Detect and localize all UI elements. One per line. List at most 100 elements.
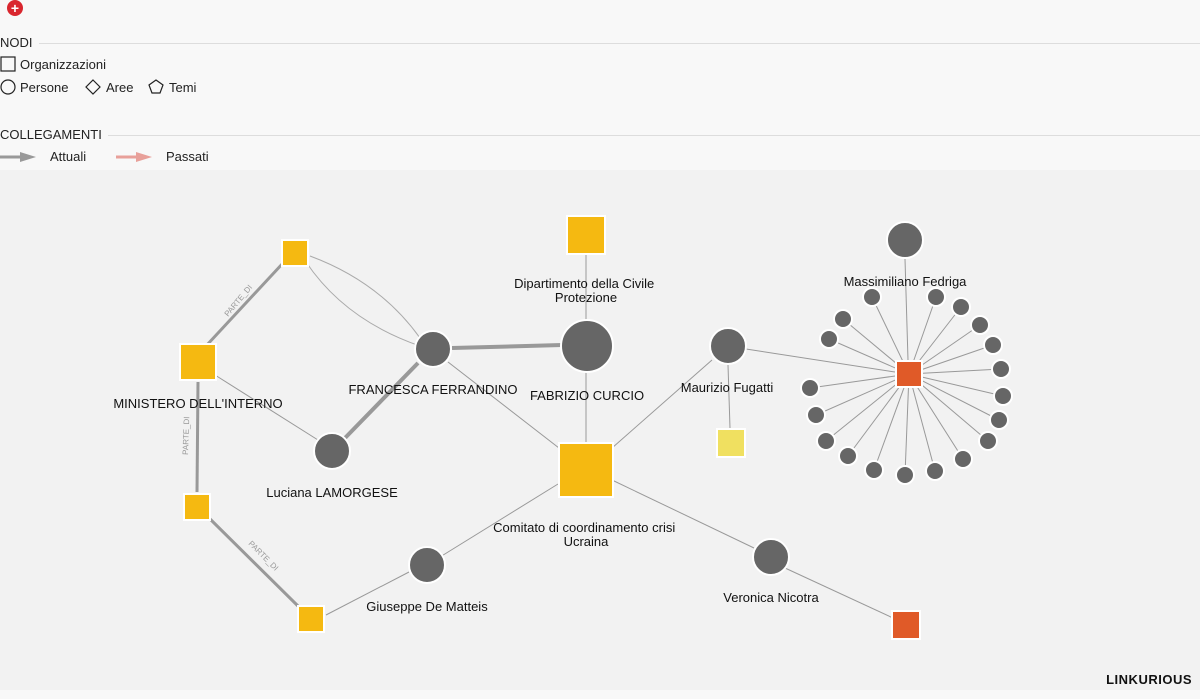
node-nicotra-area[interactable]: [891, 610, 921, 640]
edge-comitato-nicotra: [611, 479, 755, 549]
edge-orgmid-orgbottom: [203, 512, 302, 610]
node-label-fedriga: Massimiliano Fedriga: [844, 274, 968, 289]
node-hub-satellite[interactable]: [978, 431, 998, 451]
node-comitato[interactable]: [558, 442, 614, 498]
node-curcio[interactable]: [560, 319, 614, 373]
node-label-nicotra: Veronica Nicotra: [723, 590, 819, 605]
node-label-curcio: FABRIZIO CURCIO: [530, 388, 644, 403]
edge-ministero-orgtop: [204, 260, 286, 348]
nodes-section-title: NODI: [0, 35, 39, 50]
legend-temi: Temi: [147, 79, 196, 95]
edge-lamorgese-ferrandino: [343, 361, 420, 440]
node-org-top[interactable]: [281, 239, 309, 267]
legend-label: Aree: [106, 79, 134, 95]
node-nicotra[interactable]: [752, 538, 790, 576]
edge-ferrandino-curcio: [451, 343, 563, 350]
node-hub-satellite[interactable]: [993, 386, 1013, 406]
edge-dematteis-orgbottom: [325, 571, 410, 616]
node-hub-satellite[interactable]: [991, 359, 1011, 379]
node-label-dematteis: Giuseppe De Matteis: [366, 599, 488, 614]
edge-fugatti-org: [727, 364, 731, 429]
hub-satellite-nodes[interactable]: [800, 287, 1013, 485]
node-hub-satellite[interactable]: [970, 315, 990, 335]
node-hub-satellite[interactable]: [983, 335, 1003, 355]
links-section-title: COLLEGAMENTI: [0, 127, 108, 142]
node-hub-satellite[interactable]: [926, 287, 946, 307]
node-lamorgese[interactable]: [313, 432, 351, 470]
node-label-line: Protezione: [555, 290, 617, 305]
node-label-ministero: MINISTERO DELL'INTERNO: [113, 396, 282, 411]
node-label-line: Dipartimento della Civile: [514, 276, 654, 291]
node-fugatti[interactable]: [709, 327, 747, 365]
node-label-dipartimento: Dipartimento della Civile Protezione: [514, 276, 658, 305]
edge-hub-satellite: [809, 373, 910, 389]
node-label-line: Comitato di coordinamento crisi: [493, 520, 675, 535]
node-ministero[interactable]: [179, 343, 217, 381]
diamond-icon: [85, 79, 101, 95]
edge-hub-satellite: [815, 373, 910, 416]
legend-panel: + NODI Organizzazioni Persone Aree Temi …: [0, 0, 1200, 170]
edge-hub-satellite: [904, 373, 910, 476]
circle-icon: [0, 79, 16, 95]
node-hub-satellite[interactable]: [953, 449, 973, 469]
edge-ministero-orgmid: [195, 381, 200, 493]
legend-label: Temi: [169, 79, 197, 95]
edge-hub-satellite: [908, 373, 936, 472]
node-hub-satellite[interactable]: [895, 465, 915, 485]
edge-hub-satellite: [873, 373, 910, 471]
legend-persone: Persone: [0, 79, 68, 95]
legend-passati: Passati: [116, 149, 209, 164]
node-hub-satellite[interactable]: [864, 460, 884, 480]
node-label-lamorgese: Luciana LAMORGESE: [266, 485, 398, 500]
add-icon[interactable]: +: [7, 0, 23, 16]
node-hub-satellite[interactable]: [989, 410, 1009, 430]
legend-label: Attuali: [50, 149, 87, 164]
edges-layer: [195, 255, 1004, 619]
node-org-mid[interactable]: [183, 493, 211, 521]
pentagon-icon: [148, 79, 164, 94]
current-link-icon: [0, 151, 36, 162]
nodes-divider: [0, 43, 1200, 44]
edge-label-parte-di: PARTE_DI: [181, 416, 191, 455]
node-hub[interactable]: [895, 360, 923, 388]
node-label-comitato: Comitato di coordinamento crisi Ucraina: [493, 520, 679, 549]
edge-comitato-dematteis: [439, 483, 559, 558]
node-hub-satellite[interactable]: [925, 461, 945, 481]
graph-canvas[interactable]: PARTE_DI PARTE_DI PARTE_DI MINISTERO DEL…: [0, 170, 1200, 690]
legend-attuali: Attuali: [0, 149, 86, 164]
node-hub-satellite[interactable]: [816, 431, 836, 451]
edge-nicotra-area: [784, 567, 894, 619]
edge-hub-satellite: [908, 373, 964, 460]
edge-hub-satellite: [908, 373, 1000, 421]
node-hub-satellite[interactable]: [806, 405, 826, 425]
edge-ferrandino-comitato: [447, 361, 569, 456]
node-hub-satellite[interactable]: [800, 378, 820, 398]
legend-label: Persone: [20, 79, 69, 95]
node-hub-satellite[interactable]: [951, 297, 971, 317]
node-label-ferrandino: FRANCESCA FERRANDINO: [348, 382, 517, 397]
edge-comitato-fugatti: [611, 359, 713, 449]
node-fedriga[interactable]: [886, 221, 924, 259]
past-link-icon: [116, 151, 152, 162]
labels-layer: MINISTERO DELL'INTERNO FRANCESCA FERRAND…: [113, 274, 967, 614]
network-graph[interactable]: PARTE_DI PARTE_DI PARTE_DI MINISTERO DEL…: [0, 170, 1200, 690]
square-icon: [0, 56, 16, 72]
node-fugatti-org[interactable]: [716, 428, 746, 458]
linkurious-logo: LINKURIOUS: [1106, 672, 1192, 687]
node-dematteis[interactable]: [408, 546, 446, 584]
node-org-bottom[interactable]: [297, 605, 325, 633]
node-hub-satellite[interactable]: [838, 446, 858, 466]
edge-hub-satellite: [908, 373, 1004, 397]
node-hub-satellite[interactable]: [862, 287, 882, 307]
edge-ministero-lamorgese: [214, 374, 319, 441]
node-hub-satellite[interactable]: [833, 309, 853, 329]
node-ferrandino[interactable]: [414, 330, 452, 368]
edge-orgtop-ferrandino-2: [305, 261, 421, 347]
node-label-fugatti: Maurizio Fugatti: [681, 380, 774, 395]
nodes-layer[interactable]: [179, 215, 1013, 640]
edge-fedriga-hub: [904, 258, 909, 361]
node-label-line: Ucraina: [564, 534, 610, 549]
node-hub-satellite[interactable]: [819, 329, 839, 349]
node-dipartimento[interactable]: [566, 215, 606, 255]
legend-aree: Aree: [84, 79, 133, 95]
